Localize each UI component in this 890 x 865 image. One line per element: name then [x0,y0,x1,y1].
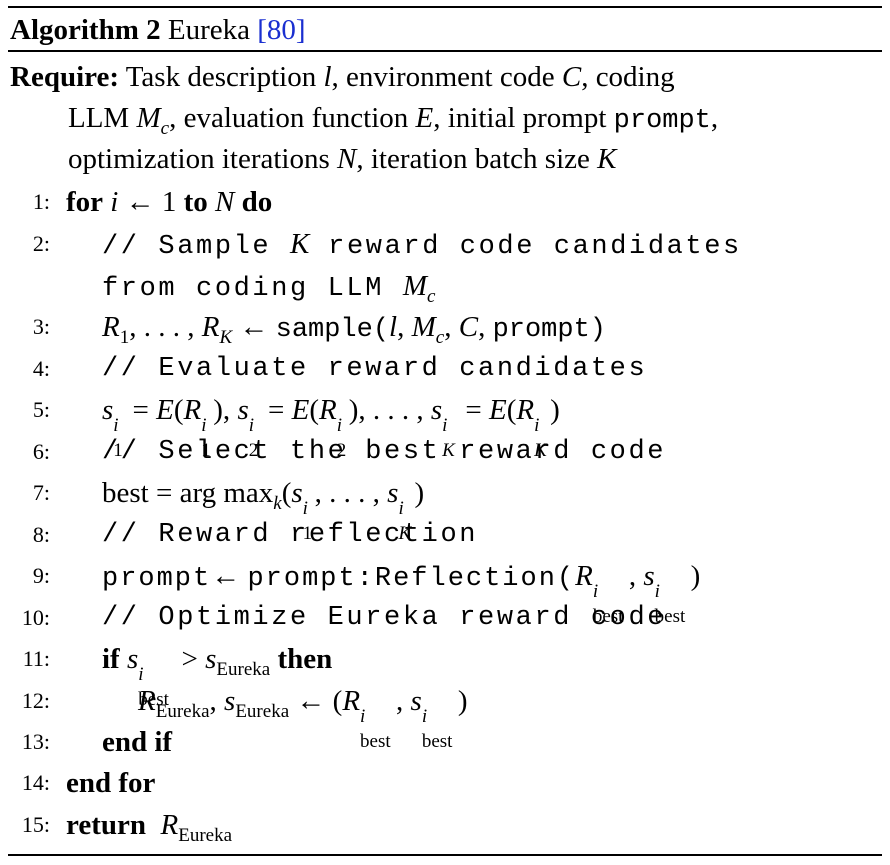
line-number: 13: [21,729,50,754]
comment-optimize: // Optimize Eureka reward code [102,603,667,633]
line-number: 10: [21,605,50,630]
comment-sample: // Sample K reward code candidates [102,228,742,262]
comment-select: // Select the best reward code [102,437,667,467]
require-keyword: Require: [10,61,120,93]
line-number: 8: [32,522,50,547]
line-number: 15: [21,812,50,837]
bottom-rule [8,854,882,856]
caption-rule [8,50,882,52]
line-number: 14: [21,770,50,795]
top-rule [8,6,882,8]
require-line-3: optimization iterations N, iteration bat… [68,143,617,175]
citation-link[interactable]: [80] [257,14,306,46]
line-number: 9: [32,563,50,588]
line-number: 3: [32,314,50,339]
algorithm-caption: Algorithm 2 Eureka [80] [10,13,306,47]
require-line-1: Require: Task description l, environment… [10,61,675,93]
line-number: 11: [22,646,50,671]
comment-evaluate: // Evaluate reward candidates [102,354,648,384]
require-line-2: LLM Mc, evaluation function E, initial p… [68,102,719,139]
line-number: 6: [32,439,50,464]
algorithm-label: Algorithm 2 [10,14,161,46]
line-number: 12: [21,688,50,713]
line-number: 7: [32,480,50,505]
line-number: 4: [32,356,50,381]
comment-reflection: // Reward reflection [102,520,479,550]
line-number: 5: [32,397,50,422]
line-number: 2: [32,231,50,256]
algorithm-name: Eureka [167,14,250,46]
line-number: 1: [32,189,50,214]
